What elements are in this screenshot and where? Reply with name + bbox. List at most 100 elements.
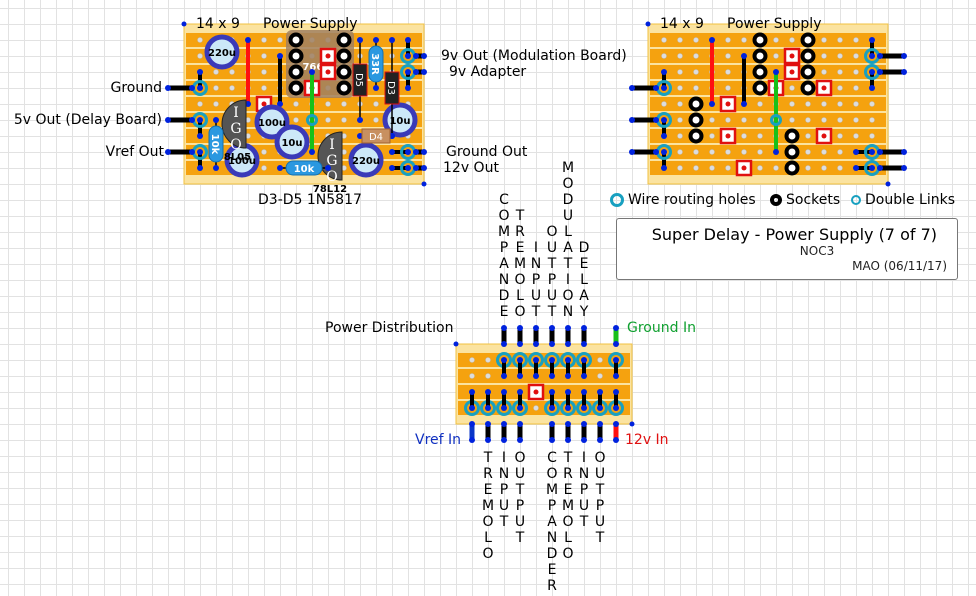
hole <box>725 149 731 155</box>
vlabel-top-modulation: M O D U L A T I O N <box>561 160 575 320</box>
hole <box>677 133 683 139</box>
lead-top-end <box>565 341 571 347</box>
hole <box>853 101 859 107</box>
lead-bottom-end <box>549 421 555 427</box>
socket <box>800 80 816 96</box>
track-cut-dot <box>725 133 731 139</box>
wire-green-end <box>773 69 779 75</box>
hole <box>853 85 859 91</box>
copper-strip <box>650 65 886 79</box>
diode-d5-lead-end <box>357 117 363 123</box>
hole <box>197 37 203 43</box>
socket <box>336 48 352 64</box>
lead-bottom-end <box>581 437 587 443</box>
wire-green-end <box>309 149 315 155</box>
board-left-footer: D3-D5 1N5817 <box>258 192 362 208</box>
hole <box>725 117 731 123</box>
hole <box>837 69 843 75</box>
track-cut-dot <box>261 101 267 107</box>
copper-strip <box>650 97 886 111</box>
ext-right-1-end <box>413 69 419 75</box>
double-link-icon <box>851 195 861 205</box>
copper-strip <box>650 113 886 127</box>
diode-d3-lead-end <box>389 37 395 43</box>
ext-left-2-end <box>629 149 635 155</box>
lead-bottom-end <box>597 437 603 443</box>
wire-black-end <box>277 101 283 107</box>
ext-right-3-end <box>421 165 427 171</box>
hole <box>821 69 827 75</box>
link-end <box>613 405 619 411</box>
resistor-10k-2-lead-end <box>277 165 283 171</box>
hole <box>837 133 843 139</box>
copper-strip <box>650 161 886 175</box>
capacitor-c5-label: 220u <box>352 156 380 167</box>
label-9v-out: 9v Out (Modulation Board) <box>441 48 627 64</box>
regulator-78l12-pin-label: I <box>329 137 335 153</box>
hole <box>261 37 267 43</box>
resistor-33r-label: 33R <box>369 53 380 75</box>
hole <box>485 357 491 363</box>
link-end <box>613 373 619 379</box>
link-end <box>197 85 203 91</box>
hole <box>261 149 267 155</box>
lead-top-end <box>501 325 507 331</box>
copper-strip <box>650 33 886 47</box>
hole <box>837 53 843 59</box>
hole <box>837 149 843 155</box>
label-12v-out: 12v Out <box>443 160 499 176</box>
hole <box>325 101 331 107</box>
link-end <box>485 405 491 411</box>
link-end <box>405 53 411 59</box>
capacitor-c3-label: 100u <box>228 156 256 167</box>
capacitor-c2 <box>254 104 290 140</box>
resistor-10k-2 <box>285 160 323 176</box>
wire-black-end <box>277 53 283 59</box>
track-cut-dot <box>821 133 827 139</box>
corner-marker <box>645 21 651 27</box>
regulator-78l05-name: 78L05 <box>217 152 251 163</box>
socket <box>752 64 768 80</box>
copper-strip <box>650 145 886 159</box>
diode-d3-label: D3 <box>385 81 396 95</box>
link-end <box>597 389 603 395</box>
hole <box>773 37 779 43</box>
link-end <box>197 165 203 171</box>
link-end <box>405 85 411 91</box>
legend-double-links-label: Double Links <box>865 192 956 208</box>
legend-sockets: Sockets <box>770 192 840 208</box>
hole <box>853 117 859 123</box>
lead-top-end <box>565 325 571 331</box>
link-end <box>581 373 587 379</box>
lead-top-end <box>533 325 539 331</box>
lead-bottom-end <box>565 437 571 443</box>
hole <box>805 117 811 123</box>
regulator-78l05 <box>221 99 247 149</box>
lead-top-end <box>533 341 539 347</box>
board-left-title: Power Supply <box>263 16 358 32</box>
link-end <box>549 389 555 395</box>
hole <box>677 149 683 155</box>
hole <box>677 37 683 43</box>
wire-black-end <box>741 53 747 59</box>
link-end <box>565 373 571 379</box>
resistor-10k-1-lead-end <box>213 117 219 123</box>
regulator-78l12-pin-label: G <box>326 153 337 169</box>
wire-black-end <box>741 101 747 107</box>
hole <box>261 53 267 59</box>
lead-bottom-end <box>549 437 555 443</box>
wire-green-end <box>773 149 779 155</box>
legend-wire-routing: Wire routing holes <box>610 192 756 208</box>
hole <box>197 53 203 59</box>
link-end <box>517 389 523 395</box>
resistor-10k-2-label: 10k <box>294 164 315 175</box>
corner-marker <box>453 341 459 347</box>
hole <box>757 101 763 107</box>
diode-d5-lead-end <box>357 37 363 43</box>
lead-top-end <box>517 325 523 331</box>
socket <box>784 160 800 176</box>
link-end <box>501 389 507 395</box>
socket <box>336 64 352 80</box>
link-end <box>469 405 475 411</box>
